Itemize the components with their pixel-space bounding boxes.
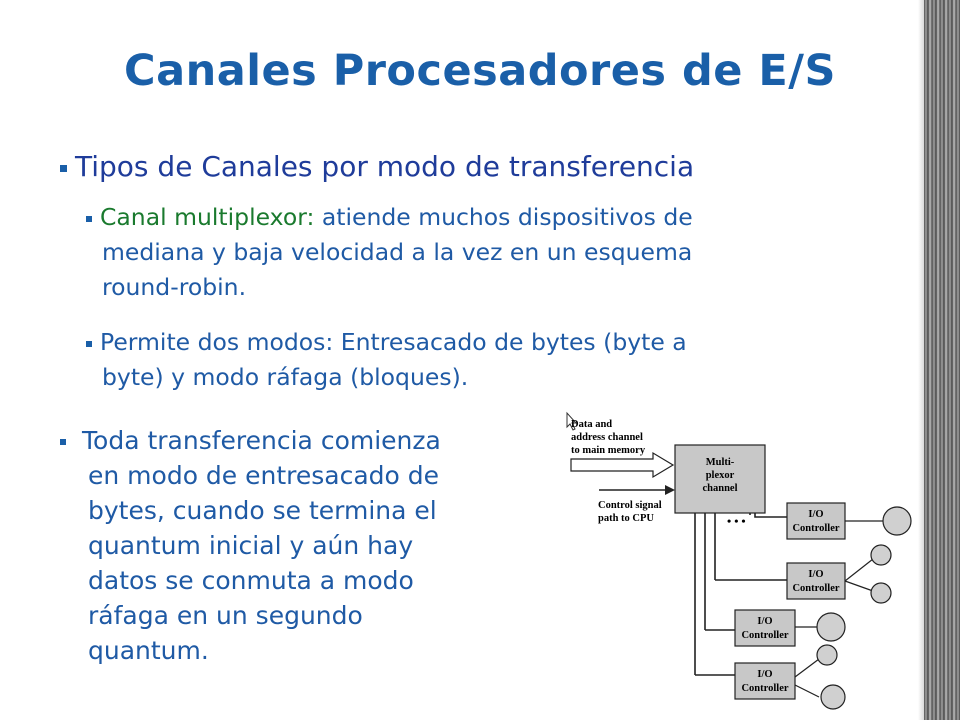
control-label-1: Control signal [598,500,662,511]
bullet-side-text: Toda transferencia comienza en modo de e… [60,423,550,668]
ctrl1-label-2: Controller [792,523,839,534]
cursor-icon [566,411,578,431]
bullet-level1: Tipos de Canales por modo de transferenc… [60,150,694,183]
ellipsis: • • • [727,514,746,528]
bullet-square-icon [86,215,92,222]
ctrl3-label-1: I/O [757,616,772,627]
ctrl4-label-1: I/O [757,669,772,680]
data-label-3: to main memory [571,445,646,456]
device-circle [816,612,846,642]
io-controller-1 [786,502,846,540]
multiplexor-text-1: atiende muchos dispositivos de [314,203,693,231]
ctrl4-label-2: Controller [741,683,788,694]
bullet-level2-modes: Permite dos modos: Entresacado de bytes … [86,325,916,395]
side-line-4: datos se conmuta a modo [88,566,414,595]
mux-label-2: plexor [706,470,735,481]
side-line-6: quantum. [88,636,209,665]
io-controller-3 [734,609,796,647]
modes-text-1: Permite dos modos: Entresacado de bytes … [100,328,687,356]
mux-label-3: channel [702,483,737,494]
bullet-level2-multiplexor: Canal multiplexor: atiende muchos dispos… [86,200,916,305]
data-label-2: address channel [571,432,643,443]
control-arrow [665,485,675,495]
bullet-square-icon [60,164,67,172]
multiplexor-text-3: round-robin. [102,273,247,301]
bullet-level1-text: Tipos de Canales por modo de transferenc… [75,150,695,183]
device-circle [882,506,912,536]
ctrl1-label-1: I/O [808,509,823,520]
control-label-2: path to CPU [598,513,654,524]
io-controller-4 [734,662,796,700]
data-label-1: Data and [571,419,612,430]
slide-title: Canales Procesadores de E/S [124,46,836,96]
side-line-5: ráfaga en un segundo [88,601,363,630]
multiplexor-diagram: Data and address channel to main memory … [566,411,912,710]
side-line-3: quantum inicial y aún hay [88,531,414,560]
ctrl3-label-2: Controller [741,630,788,641]
side-line-2: bytes, cuando se termina el [88,496,437,525]
multiplexor-label: Canal multiplexor: [100,203,315,231]
device-circle [870,544,892,566]
device-circle [816,644,838,666]
device-circle [870,582,892,604]
ctrl2-label-2: Controller [792,583,839,594]
bullet-square-icon [86,340,92,347]
side-gradient [918,0,924,720]
device-circle [820,684,846,710]
ctrl2-label-1: I/O [808,569,823,580]
side-line-1: en modo de entresacado de [88,461,440,490]
side-line-0: Toda transferencia comienza [82,426,441,455]
modes-text-2: byte) y modo ráfaga (bloques). [102,363,469,391]
multiplexor-text-2: mediana y baja velocidad a la vez en un … [102,238,693,266]
multiplexor-box [674,444,766,514]
data-channel-arrow [570,451,675,479]
mux-label-1: Multi- [706,457,735,468]
decorative-stripe [924,0,960,720]
bullet-square-icon [60,439,66,445]
